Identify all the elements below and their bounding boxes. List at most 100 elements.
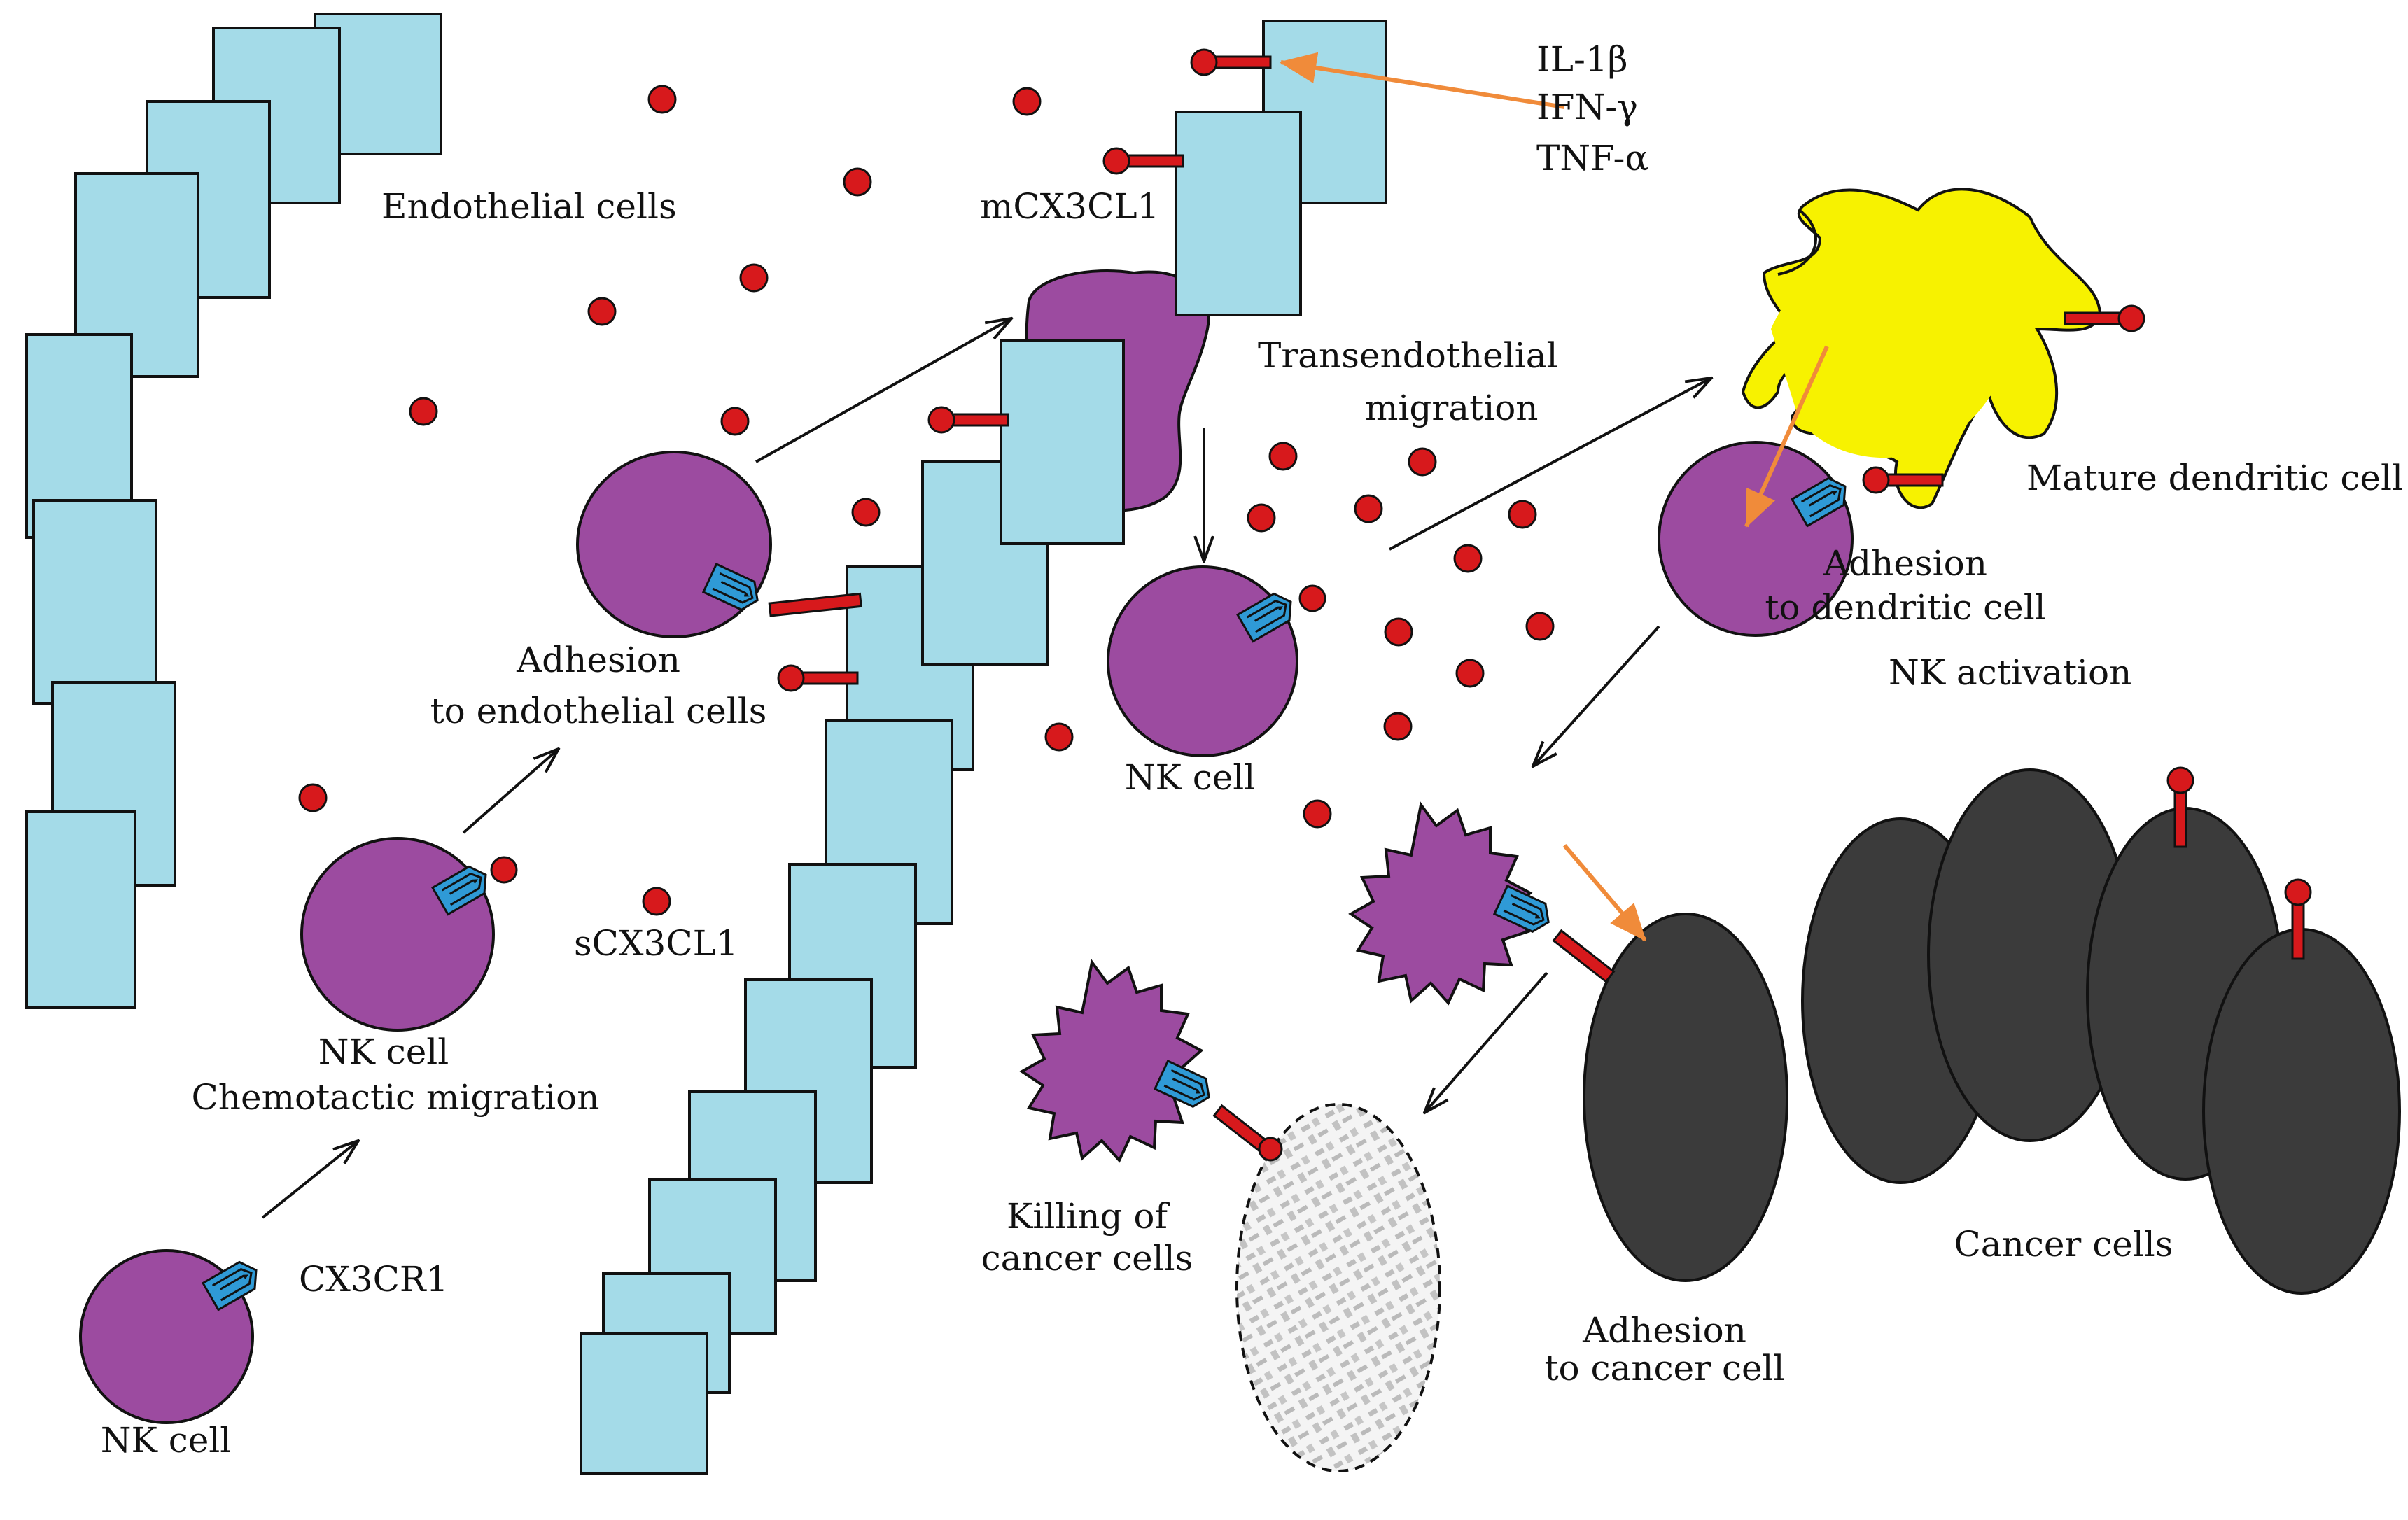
nk-cell-middle (1107, 565, 1326, 757)
chemokine-dot (1044, 722, 1074, 752)
cancer-cell-cluster (1583, 766, 2401, 1295)
label-to-cancer-cell: to cancer cell (1544, 1348, 1784, 1388)
transmigration-arrow (755, 318, 1011, 463)
bound-chemokine (1298, 584, 1326, 612)
label-mcx3cl1: mCX3CL1 (980, 186, 1159, 227)
right-endothelial-wall-upper (921, 20, 1387, 666)
dc-activation-arrow (1744, 345, 1829, 528)
endothelial-cell (580, 1332, 708, 1475)
chemokine-dot (642, 887, 671, 916)
chemokine-dot (1384, 617, 1413, 647)
mcx3cl1-molecule (777, 664, 859, 692)
cytokine-arrow (1279, 52, 1565, 109)
membrane-cx3cl1-group (777, 48, 1272, 692)
label-cancer-cells-killing: cancer cells (981, 1238, 1194, 1279)
chemokine-dot (1383, 712, 1413, 741)
endothelial-cell (1175, 111, 1302, 316)
label-adhesion-dc: Adhesion (1823, 543, 1987, 584)
chemokine-dot (1247, 503, 1276, 533)
label-transendothelial: Transendothelial (1258, 335, 1558, 376)
killing-arrow (1424, 971, 1548, 1113)
endothelial-cell (1000, 339, 1125, 545)
label-endothelial-cells: Endothelial cells (382, 186, 677, 227)
label-il1b: IL-1β (1536, 39, 1628, 80)
nk-cell-chemotactic (300, 837, 518, 1032)
bound-cx3cl1 (1552, 929, 1616, 983)
soluble-cx3cl1-dots (298, 85, 1555, 916)
cancer-cell-target (1583, 913, 1788, 1282)
chemokine-dot (720, 407, 750, 436)
cancer-activation-arrow (1562, 844, 1647, 942)
chemokine-dot (587, 297, 617, 326)
mcx3cl1-molecule (1102, 147, 1184, 175)
chemokine-dot (1354, 494, 1383, 523)
label-cancer-cells: Cancer cells (1954, 1224, 2174, 1265)
label-killing-of: Killing of (1007, 1196, 1170, 1237)
endothelial-cell (32, 499, 158, 705)
killing-nk-cell (1019, 959, 1283, 1163)
nk-cell-dendritic-adhesion (1658, 441, 1854, 637)
chemokine-dot (1453, 544, 1483, 573)
label-nk-cell-chemotactic: NK cell (318, 1032, 449, 1072)
label-adhesion-cancer: Adhesion (1582, 1310, 1746, 1351)
activation-arrow (1533, 625, 1660, 766)
label-chemotactic-migration: Chemotactic migration (192, 1077, 600, 1118)
label-nk-cell-middle: NK cell (1125, 757, 1256, 798)
cancer-cx3cl1-molecule (2166, 766, 2194, 848)
mature-dendritic-cell (1741, 188, 2146, 509)
cx3cr1-receptor (430, 865, 487, 916)
cancer-cell (2202, 928, 2401, 1295)
chemokine-dot (1525, 612, 1555, 641)
cx3cr1-receptor (1492, 885, 1550, 933)
labels: IL-1β IFN-γ TNF-α Endothelial cells mCX3… (101, 39, 2403, 1461)
chemokine-dot (1303, 799, 1332, 829)
label-mature-dendritic-cell: Mature dendritic cell (2026, 458, 2403, 498)
label-cx3cr1: CX3CR1 (299, 1259, 448, 1300)
mcx3cl1-molecule (927, 406, 1009, 434)
chemokine-dot (298, 783, 328, 812)
dc-cx3cl1-head (1862, 466, 1890, 494)
mcx3cl1-molecule (1190, 48, 1272, 76)
right-endothelial-wall (580, 565, 974, 1475)
orange-arrows (1279, 52, 1829, 942)
label-nk-cell-bottom: NK cell (101, 1420, 232, 1461)
nk-cell-adhering-endothelium (576, 451, 862, 638)
cx3cr1-receptor (1236, 592, 1292, 643)
label-tnfa: TNF-α (1536, 138, 1648, 178)
label-ifng: IFN-γ (1536, 87, 1638, 127)
chemokine-dot (739, 263, 769, 293)
cx3cr1-receptor (201, 1260, 258, 1311)
migration-arrow (261, 1141, 358, 1219)
chemokine-dot (851, 498, 881, 527)
cx3cr1-receptor (1790, 477, 1847, 528)
nk-cell-bottom (79, 1249, 258, 1424)
chemokine-dot (1268, 442, 1298, 471)
label-scx3cl1: sCX3CL1 (574, 923, 738, 964)
cx3cr1-receptor (1153, 1060, 1210, 1108)
chemokine-dot (1408, 447, 1437, 477)
label-nk-activation: NK activation (1889, 652, 2132, 693)
label-to-endothelial-cells: to endothelial cells (430, 691, 767, 731)
chemokine-dot (1508, 500, 1537, 529)
chemokine-dot (843, 167, 872, 197)
bound-chemokine (490, 856, 518, 884)
to-dendritic-arrow (1389, 378, 1712, 551)
cx3cr1-receptor (701, 563, 759, 611)
chemokine-dot (648, 85, 677, 114)
dc-cx3cl1-molecule (2064, 304, 2146, 332)
activated-nk-cell-adhering (1348, 801, 1616, 1006)
label-migration: migration (1365, 388, 1539, 428)
label-to-dendritic-cell: to dendritic cell (1765, 587, 2045, 628)
endothelial-cell (25, 810, 136, 1009)
chemokine-dot (1012, 87, 1042, 116)
chemokine-dot (1455, 659, 1485, 688)
dying-cancer-cell (1236, 1103, 1441, 1472)
adhesion-arrow (462, 749, 559, 834)
cancer-cx3cl1-molecule (2284, 878, 2312, 960)
chemokine-dot (409, 397, 438, 426)
left-endothelial-wall (25, 13, 442, 1009)
label-adhesion-endo: Adhesion (516, 640, 680, 680)
bound-chemokine (1258, 1137, 1283, 1162)
